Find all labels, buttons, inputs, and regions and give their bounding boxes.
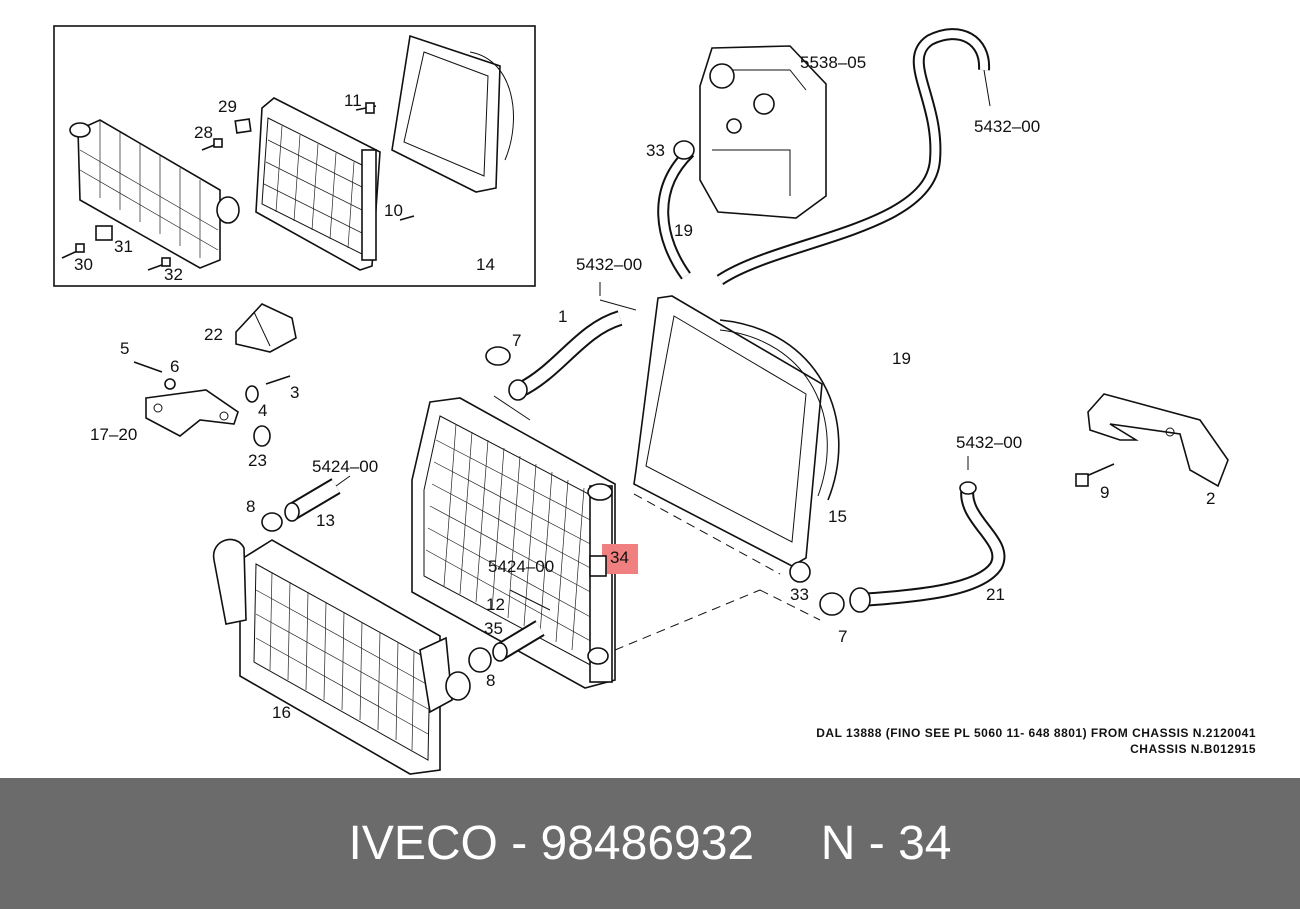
inset-radiator — [255, 97, 381, 271]
label-17-20: 17–20 — [90, 425, 137, 444]
inset-fan-shroud — [391, 34, 514, 193]
label-13: 13 — [316, 511, 335, 530]
label-29: 29 — [218, 97, 237, 116]
inset-intercooler — [69, 119, 240, 269]
inset-small-parts — [61, 102, 415, 271]
label-7-bottom: 7 — [838, 627, 847, 646]
bracket-2 — [1087, 393, 1229, 488]
ref-5432-00-top: 5432‒00 — [974, 117, 1040, 136]
hose-1 — [508, 310, 623, 401]
bracket-22 — [235, 303, 297, 353]
label-9: 9 — [1100, 483, 1109, 502]
label-1: 1 — [558, 307, 567, 326]
label-33-bottom: 33 — [790, 585, 809, 604]
footer-separator-2 — [527, 816, 540, 871]
footer-separator — [498, 816, 511, 871]
label-35: 35 — [484, 619, 503, 638]
ref-5432-00-mid: 5432‒00 — [576, 255, 642, 274]
label-8-top: 8 — [246, 497, 255, 516]
hose-12-35 — [492, 620, 545, 662]
footer-bar: IVECO - 98486932 N - 34 — [0, 778, 1300, 909]
parts-diagram: 1 2 3 4 5 6 7 7 8 8 9 10 11 12 13 14 15 … — [53, 25, 1256, 775]
label-33-top: 33 — [646, 141, 665, 160]
label-19-right: 19 — [892, 349, 911, 368]
label-34: 34 — [610, 548, 629, 567]
clamps — [261, 140, 845, 673]
footer-position-code: N - 34 — [820, 817, 952, 870]
label-15: 15 — [828, 507, 847, 526]
intercooler — [212, 538, 471, 775]
label-30: 30 — [74, 255, 93, 274]
hose-5432-top — [716, 28, 991, 286]
label-2: 2 — [1206, 489, 1215, 508]
radiator-core — [411, 397, 616, 689]
label-7-top: 7 — [512, 331, 521, 350]
bracket-17-20 — [145, 389, 239, 437]
label-31: 31 — [114, 237, 133, 256]
label-10: 10 — [384, 201, 403, 220]
label-16: 16 — [272, 703, 291, 722]
hose-13 — [284, 478, 341, 522]
hose-21 — [849, 481, 1006, 613]
ref-arrows — [335, 69, 991, 611]
reference-codes: 5538‒05 5432‒00 5432‒00 5432‒00 5424‒00 … — [312, 53, 1040, 576]
label-21: 21 — [986, 585, 1005, 604]
label-22: 22 — [204, 325, 223, 344]
label-28: 28 — [194, 123, 213, 142]
label-14: 14 — [476, 255, 495, 274]
footer-brand: IVECO — [348, 817, 498, 870]
inset-frame — [53, 25, 536, 287]
exploded-view-drawing: 1 2 3 4 5 6 7 7 8 8 9 10 11 12 13 14 15 … — [53, 25, 1256, 775]
part-labels: 1 2 3 4 5 6 7 7 8 8 9 10 11 12 13 14 15 … — [74, 91, 1215, 722]
footer-gap — [754, 816, 821, 871]
label-19-left: 19 — [674, 221, 693, 240]
ref-5538-05: 5538‒05 — [800, 53, 866, 72]
ref-5432-00-right: 5432‒00 — [956, 433, 1022, 452]
label-8-bottom: 8 — [486, 671, 495, 690]
part-34-bracket — [589, 555, 607, 577]
label-5: 5 — [120, 339, 129, 358]
label-23: 23 — [248, 451, 267, 470]
note-line-2: CHASSIS N.B012915 — [1130, 742, 1256, 756]
bolts-3-6 — [133, 361, 291, 447]
hose-19-lower — [657, 147, 695, 280]
note-line-1: DAL 13888 (FINO SEE PL 5060 11- 648 8801… — [816, 726, 1256, 740]
label-3: 3 — [290, 383, 299, 402]
label-32: 32 — [164, 265, 183, 284]
fan-shroud — [633, 295, 840, 567]
footer-part-number: 98486932 — [540, 817, 755, 870]
ref-5424-00-left: 5424‒00 — [312, 457, 378, 476]
leader-lines — [493, 282, 637, 421]
label-12: 12 — [486, 595, 505, 614]
expansion-tank — [699, 45, 827, 219]
label-6: 6 — [170, 357, 179, 376]
label-11: 11 — [344, 91, 362, 110]
ref-5424-00-center: 5424‒00 — [488, 557, 554, 576]
dashed-leaders — [614, 493, 821, 651]
footer-dash: - — [511, 817, 528, 870]
bolt-9 — [1075, 463, 1115, 487]
part-34-highlight — [602, 544, 638, 574]
label-4: 4 — [258, 401, 267, 420]
